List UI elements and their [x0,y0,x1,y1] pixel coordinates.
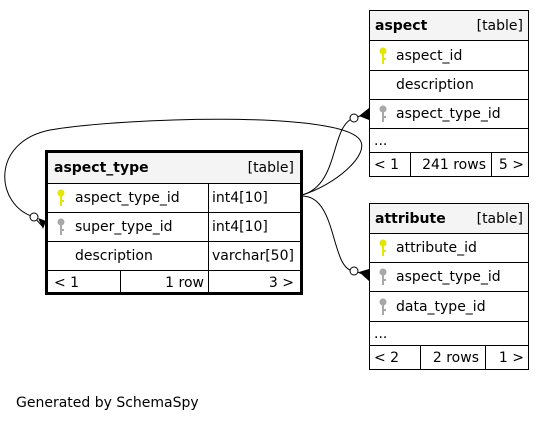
primary-key-icon [378,239,388,257]
parents-count[interactable]: < 1 [374,156,400,173]
column-type: int4[10] [212,190,268,206]
more-columns-row: ... [370,321,528,345]
column-row[interactable]: description [370,70,528,99]
table-aspect[interactable]: aspect [table] aspect_id description asp… [369,10,529,177]
table-name: aspect [375,17,428,34]
column-name: super_type_id [75,219,173,235]
table-name: aspect_type [54,160,149,176]
parents-count[interactable]: < 1 [54,275,80,291]
column-row[interactable]: aspect_type_id [370,262,528,291]
attribute-edge-zero-marker [349,266,359,276]
column-row[interactable]: aspect_type_id [370,99,528,128]
table-kind: [table] [247,160,294,176]
self-reference-edge [4,118,363,228]
column-name: aspect_id [396,47,463,64]
column-name: attribute_id [396,240,477,256]
table-kind: [table] [476,17,523,34]
primary-key-icon [378,47,388,65]
column-row[interactable]: attribute_id [370,233,528,262]
foreign-key-icon [378,268,388,286]
parents-count[interactable]: < 2 [374,349,400,366]
foreign-key-icon [56,218,66,236]
generated-by-label: Generated by SchemaSpy [16,395,199,411]
more-columns: ... [374,132,388,149]
column-type: varchar[50] [212,248,294,264]
primary-key-icon [56,189,66,207]
column-row[interactable]: description varchar[50] [48,241,300,270]
more-columns: ... [374,325,388,342]
column-name: aspect_type_id [75,190,180,206]
children-count[interactable]: 3 > [268,275,294,291]
self-reference-crow-foot [38,218,46,229]
table-header: aspect [table] [370,11,528,40]
column-row[interactable]: aspect_type_id int4[10] [48,183,300,212]
column-name: aspect_type_id [396,269,501,285]
column-row[interactable]: super_type_id int4[10] [48,212,300,241]
table-header: attribute [table] [370,204,528,233]
aspect-edge-zero-marker [349,113,359,123]
table-name: attribute [375,210,446,227]
foreign-key-icon [378,298,388,316]
column-name: aspect_type_id [396,106,501,122]
more-columns-row: ... [370,128,528,152]
table-footer: < 2 2 rows 1 > [370,345,528,369]
table-footer: < 1 241 rows 5 > [370,152,528,176]
table-aspect-type[interactable]: aspect_type [table] aspect_type_id int4[… [45,150,303,295]
table-kind: [table] [476,210,523,227]
column-name: data_type_id [396,298,486,315]
table-footer: < 1 1 row 3 > [48,270,300,295]
aspect-edge [301,112,370,196]
column-row[interactable]: data_type_id [370,291,528,321]
self-reference-zero-marker [29,212,39,222]
row-count: 241 rows [422,156,486,173]
children-count[interactable]: 5 > [498,156,524,173]
column-name: description [396,77,474,93]
foreign-key-icon [378,105,388,123]
attribute-edge [301,195,370,277]
attribute-edge-crow-foot [359,269,369,281]
row-count: 1 row [165,275,204,291]
column-type: int4[10] [212,219,268,235]
table-header: aspect_type [table] [48,153,300,183]
row-count: 2 rows [432,349,479,366]
table-attribute[interactable]: attribute [table] attribute_id aspect_ty… [369,203,529,370]
column-name: description [75,248,153,264]
children-count[interactable]: 1 > [498,349,524,366]
aspect-edge-crow-foot [359,108,369,120]
column-row[interactable]: aspect_id [370,40,528,70]
